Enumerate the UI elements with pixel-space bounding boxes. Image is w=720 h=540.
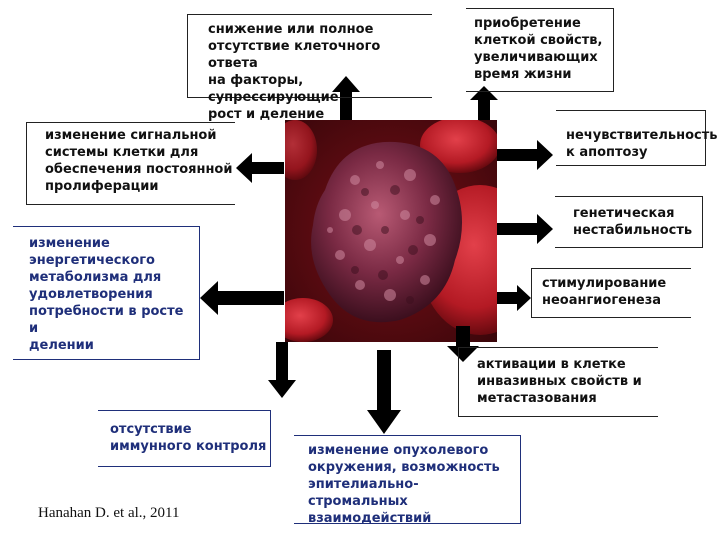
- box-energy-metabolism: изменение энергетического метаболизма дл…: [13, 226, 200, 360]
- arrow-right-icon: [497, 140, 553, 170]
- citation: Hanahan D. et al., 2011: [38, 505, 180, 521]
- arrow-down-icon: [367, 350, 401, 434]
- box-invasion-metastasis: активации в клетке инвазивных свойств и …: [458, 347, 658, 417]
- arrow-left-icon: [236, 153, 284, 183]
- red-blood-cell: [285, 298, 333, 342]
- box-proliferative-signaling: изменение сигнальной системы клетки для …: [26, 122, 235, 205]
- box-immune-evasion: отсутствие иммунного контроля: [98, 410, 271, 467]
- arrow-left-icon: [200, 281, 284, 315]
- arrow-right-icon: [497, 285, 531, 311]
- box-tumor-microenvironment: изменение опухолевого окружения, возможн…: [294, 435, 521, 526]
- arrow-right-icon: [497, 214, 553, 244]
- box-growth-suppressors: снижение или полное отсутствие клеточног…: [187, 14, 432, 122]
- box-genetic-instability: генетическая нестабильность: [555, 196, 703, 248]
- box-apoptosis-resistance: нечувствительность к апоптозу: [556, 110, 717, 166]
- box-angiogenesis: стимулирование неоангиогенеза: [531, 268, 691, 318]
- arrow-down-icon: [268, 342, 296, 398]
- arrow-down-icon: [447, 326, 479, 362]
- cancer-cell-image: [285, 120, 497, 342]
- box-replicative-immortality: приобретение клеткой свойств, увеличиваю…: [466, 8, 614, 92]
- arrow-up-icon: [470, 86, 498, 120]
- arrow-up-icon: [332, 76, 360, 120]
- red-blood-cell: [285, 120, 317, 180]
